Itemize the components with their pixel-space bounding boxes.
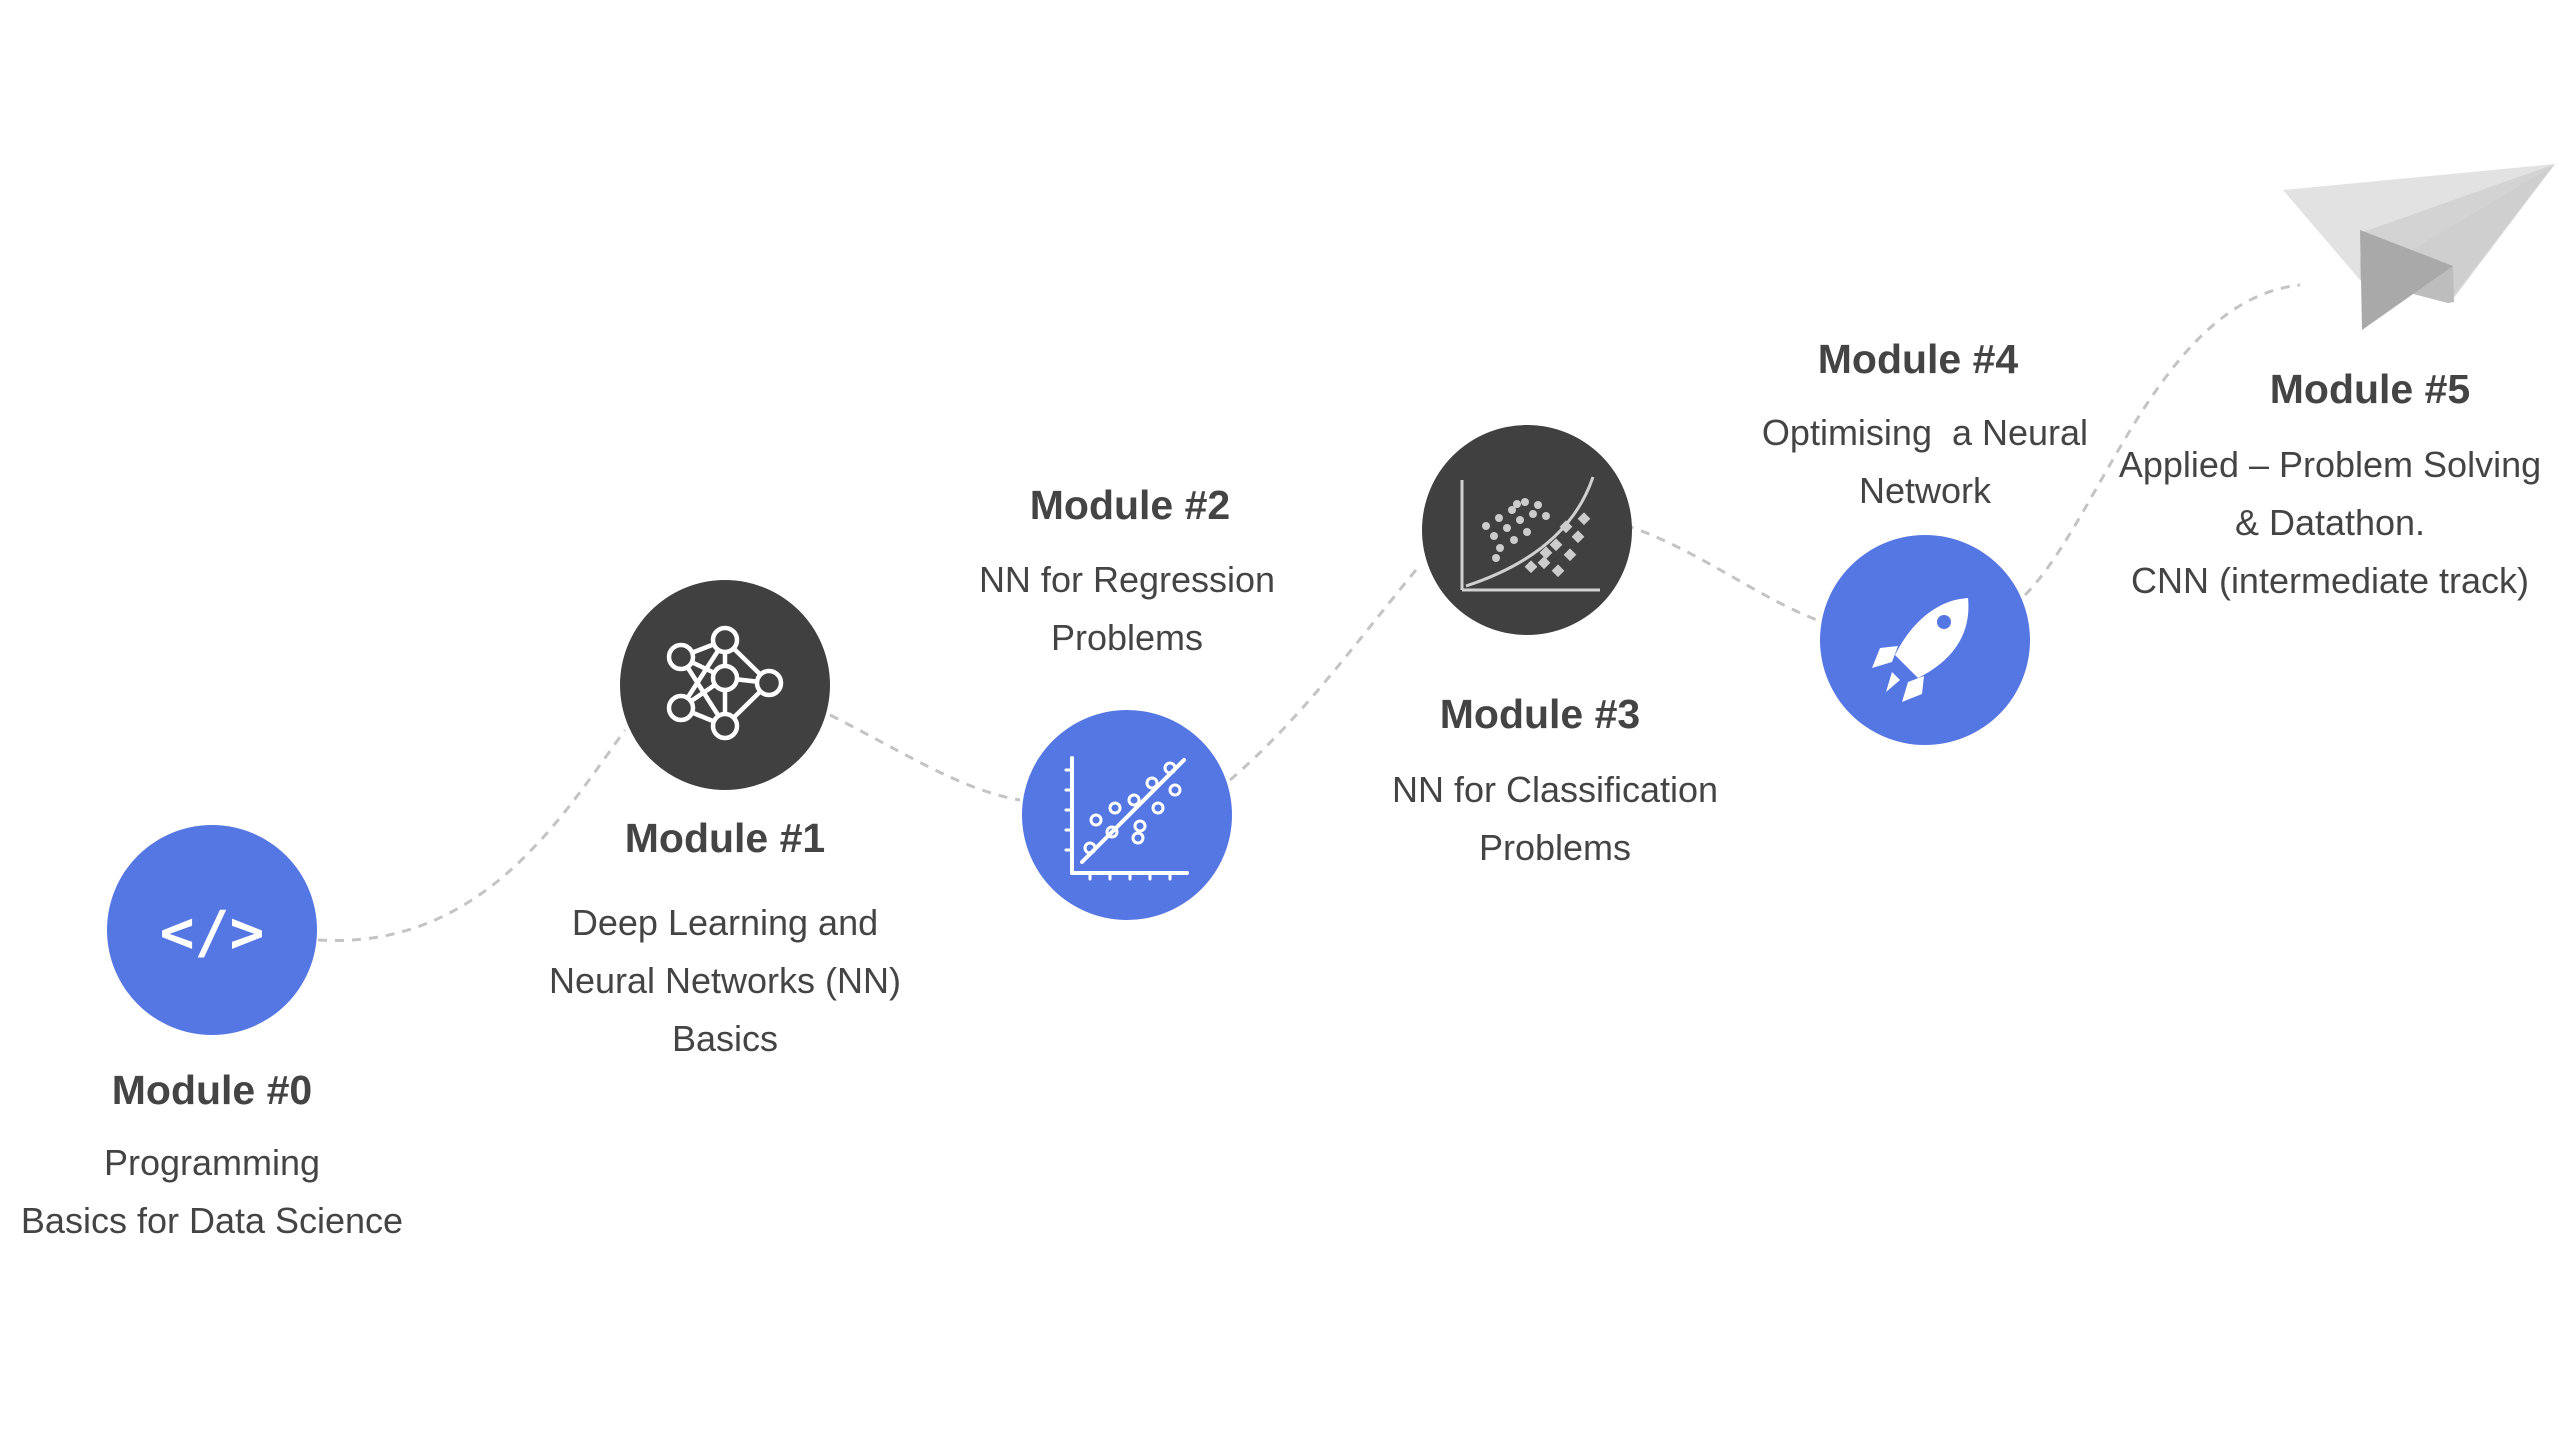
module-4-desc-line-2: Network (1859, 470, 1992, 511)
rocket-icon (1872, 598, 1969, 702)
module-5-desc-line-3: CNN (intermediate track) (2131, 560, 2529, 601)
module-1-desc-line-2: Neural Networks (NN) (549, 960, 901, 1001)
module-0-desc-line-2: Basics for Data Science (21, 1200, 403, 1241)
neural-network-icon (666, 625, 784, 741)
module-1-desc-line-3: Basics (672, 1018, 778, 1059)
module-1-desc-line-1: Deep Learning and (572, 902, 878, 943)
regression-chart-icon (1064, 756, 1189, 881)
module-0: </> Module #0 Programming Basics for Dat… (21, 825, 403, 1241)
roadmap-path (317, 283, 2301, 942)
module-3-title: Module #3 (1440, 691, 1640, 737)
module-0-circle (107, 825, 317, 1035)
module-1-title: Module #1 (625, 815, 825, 861)
paper-plane-icon (2283, 164, 2555, 330)
module-3: Module #3 NN for Classification Problems (1392, 425, 1718, 868)
module-0-title: Module #0 (112, 1067, 312, 1113)
module-5: Module #5 Applied – Problem Solving & Da… (2119, 164, 2555, 601)
module-1: Module #1 Deep Learning and Neural Netwo… (549, 580, 901, 1059)
module-3-desc-line-1: NN for Classification (1392, 769, 1718, 810)
classification-chart-icon (1460, 476, 1600, 592)
module-5-desc-line-1: Applied – Problem Solving (2119, 444, 2541, 485)
module-3-desc-line-2: Problems (1479, 827, 1631, 868)
module-5-title: Module #5 (2270, 366, 2470, 412)
module-2-desc-line-1: NN for Regression (979, 559, 1275, 600)
module-5-desc-line-2: & Datathon. (2235, 502, 2425, 543)
module-4: Module #4 Optimising a Neural Network (1762, 336, 2088, 745)
module-4-title: Module #4 (1818, 336, 2019, 382)
module-0-desc-line-1: Programming (104, 1142, 320, 1183)
module-4-desc-line-1: Optimising a Neural (1762, 412, 2088, 453)
module-2-title: Module #2 (1030, 482, 1230, 528)
module-2-desc-line-2: Problems (1051, 617, 1203, 658)
module-2: Module #2 NN for Regression Problems (979, 482, 1275, 920)
code-icon: </> (160, 898, 265, 966)
